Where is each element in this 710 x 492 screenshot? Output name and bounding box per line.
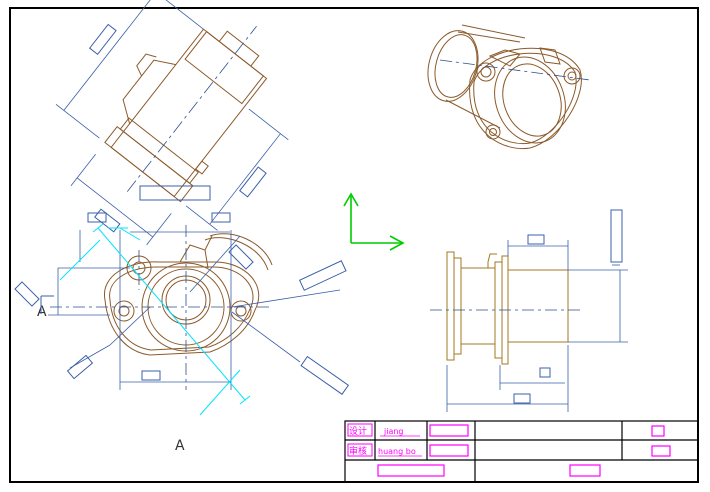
dimension-box[interactable] [139, 185, 211, 201]
field-box[interactable] [377, 464, 445, 477]
title-block[interactable]: 设计 jiang 审核 huang bo [344, 420, 699, 483]
front-view[interactable]: A A [14, 212, 350, 454]
title-block-row-2: 审核 huang bo [347, 443, 469, 457]
isometric-view[interactable] [421, 24, 591, 153]
view-label: A [175, 438, 185, 454]
reviewer-name: huang bo [378, 447, 416, 456]
field-box[interactable] [651, 445, 671, 457]
field-box[interactable] [651, 425, 665, 437]
field-box[interactable] [429, 444, 469, 457]
side-section-view[interactable] [430, 209, 628, 412]
section-mark: A [37, 304, 47, 320]
designer-name: jiang [383, 427, 404, 436]
coordinate-axes [343, 192, 405, 251]
rotated-side-view[interactable] [10, 0, 334, 284]
field-box[interactable] [569, 464, 601, 477]
title-block-row-1: 设计 jiang [347, 423, 469, 437]
designer-label: 设计 [349, 425, 367, 437]
sheet-frame [9, 7, 699, 483]
field-box[interactable] [429, 424, 469, 437]
reviewer-label: 审核 [349, 445, 367, 457]
